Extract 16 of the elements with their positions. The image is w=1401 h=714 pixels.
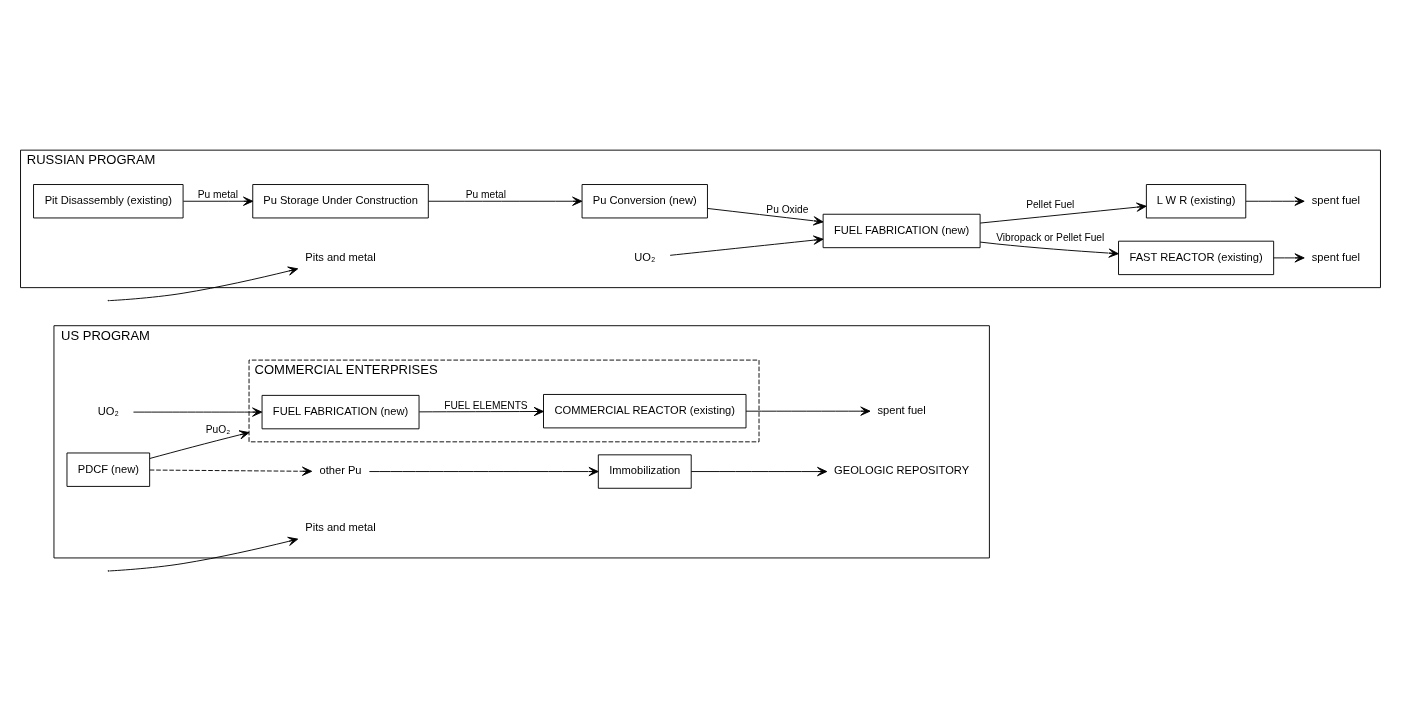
edge-label: Vibropack or Pellet Fuel xyxy=(996,232,1105,243)
node-text: spent fuel xyxy=(1311,194,1361,207)
node-text: Pits and metal xyxy=(305,250,376,263)
node-text: spent fuel xyxy=(1311,250,1361,263)
node-text: other Pu xyxy=(319,464,362,477)
node-text: GEOLOGIC REPOSITORY xyxy=(834,464,970,477)
node-text: spent fuel xyxy=(877,404,926,417)
edge-label: Pu metal xyxy=(465,189,507,201)
edge-label: FUEL ELEMENTS xyxy=(444,400,528,412)
edge-label: PuO₂ xyxy=(205,424,231,436)
edge-label: Pellet Fuel xyxy=(1026,199,1075,211)
edge-label: Pu metal xyxy=(197,189,239,201)
edge-label: Pu Oxide xyxy=(766,204,809,216)
node-text: UO₂ xyxy=(634,250,656,263)
node-text: UO₂ xyxy=(97,404,119,417)
node-text: Pits and metal xyxy=(305,521,376,534)
